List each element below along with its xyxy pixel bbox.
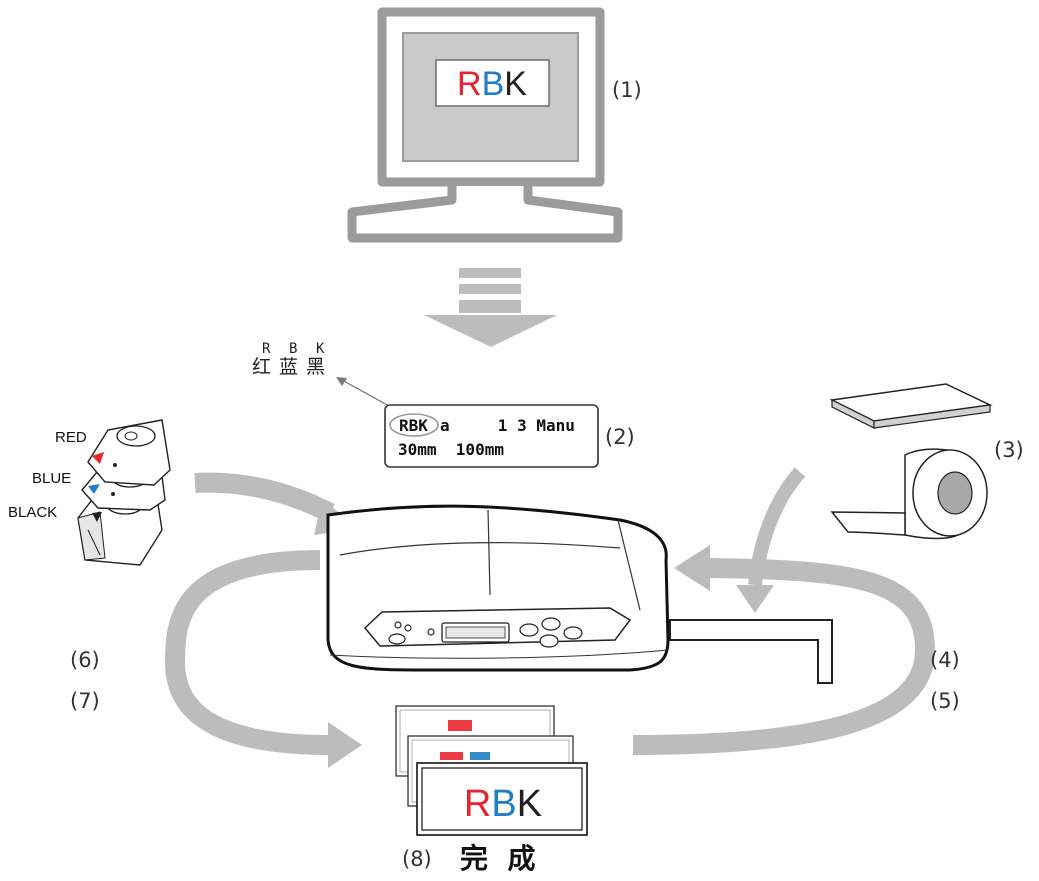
color-key: R B K 红 蓝 黑 (252, 341, 325, 378)
label-stack: RBK (395, 705, 588, 836)
color-key-name-blue: 蓝 (279, 356, 298, 378)
transfer-arrow (424, 268, 557, 347)
color-key-name-black: 黑 (306, 356, 325, 378)
label-letter-b: B (491, 783, 516, 825)
monitor-text: RBK (457, 65, 527, 103)
step-7-label: (7) (70, 689, 100, 713)
color-key-code-b: B (289, 341, 297, 357)
monitor-letter-k: K (504, 65, 527, 103)
color-key-name-red: 红 (252, 356, 271, 378)
label-letter-k: K (517, 783, 542, 825)
step-1-label: (1) (612, 78, 642, 102)
step-3-label: (3) (994, 438, 1024, 462)
ribbon-label-red: RED (55, 429, 87, 446)
lcd-line1: a 1 3 Manu (440, 416, 575, 435)
monitor-letter-r: R (457, 65, 482, 103)
step-8-label: (8) (402, 847, 432, 871)
done-label: 完 成 (460, 842, 536, 875)
flow-arrows (164, 467, 936, 755)
computer-monitor: RBK (347, 7, 623, 243)
ribbon-cartridges (77, 419, 171, 566)
lcd-code: RBK (399, 416, 428, 435)
label-letter-r: R (464, 783, 491, 825)
color-key-code-k: K (316, 341, 325, 357)
step-5-label: (5) (930, 689, 960, 713)
red-ribbon-cartridge (87, 419, 171, 486)
step-4-label: (4) (930, 648, 960, 672)
step-2-label: (2) (605, 425, 635, 449)
media-roll (830, 448, 988, 540)
color-key-code-r: R (262, 341, 271, 357)
step-6-label: (6) (70, 648, 100, 672)
monitor-letter-b: B (482, 65, 505, 103)
printer (326, 504, 833, 684)
media-card (829, 383, 993, 429)
ribbon-label-black: BLACK (8, 504, 57, 521)
label-card-text: RBK (464, 783, 542, 825)
ribbon-label-blue: BLUE (32, 470, 71, 487)
lcd-display: RBK a 1 3 Manu 30mm 100mm (384, 404, 599, 468)
lcd-line2: 30mm 100mm (398, 440, 504, 459)
